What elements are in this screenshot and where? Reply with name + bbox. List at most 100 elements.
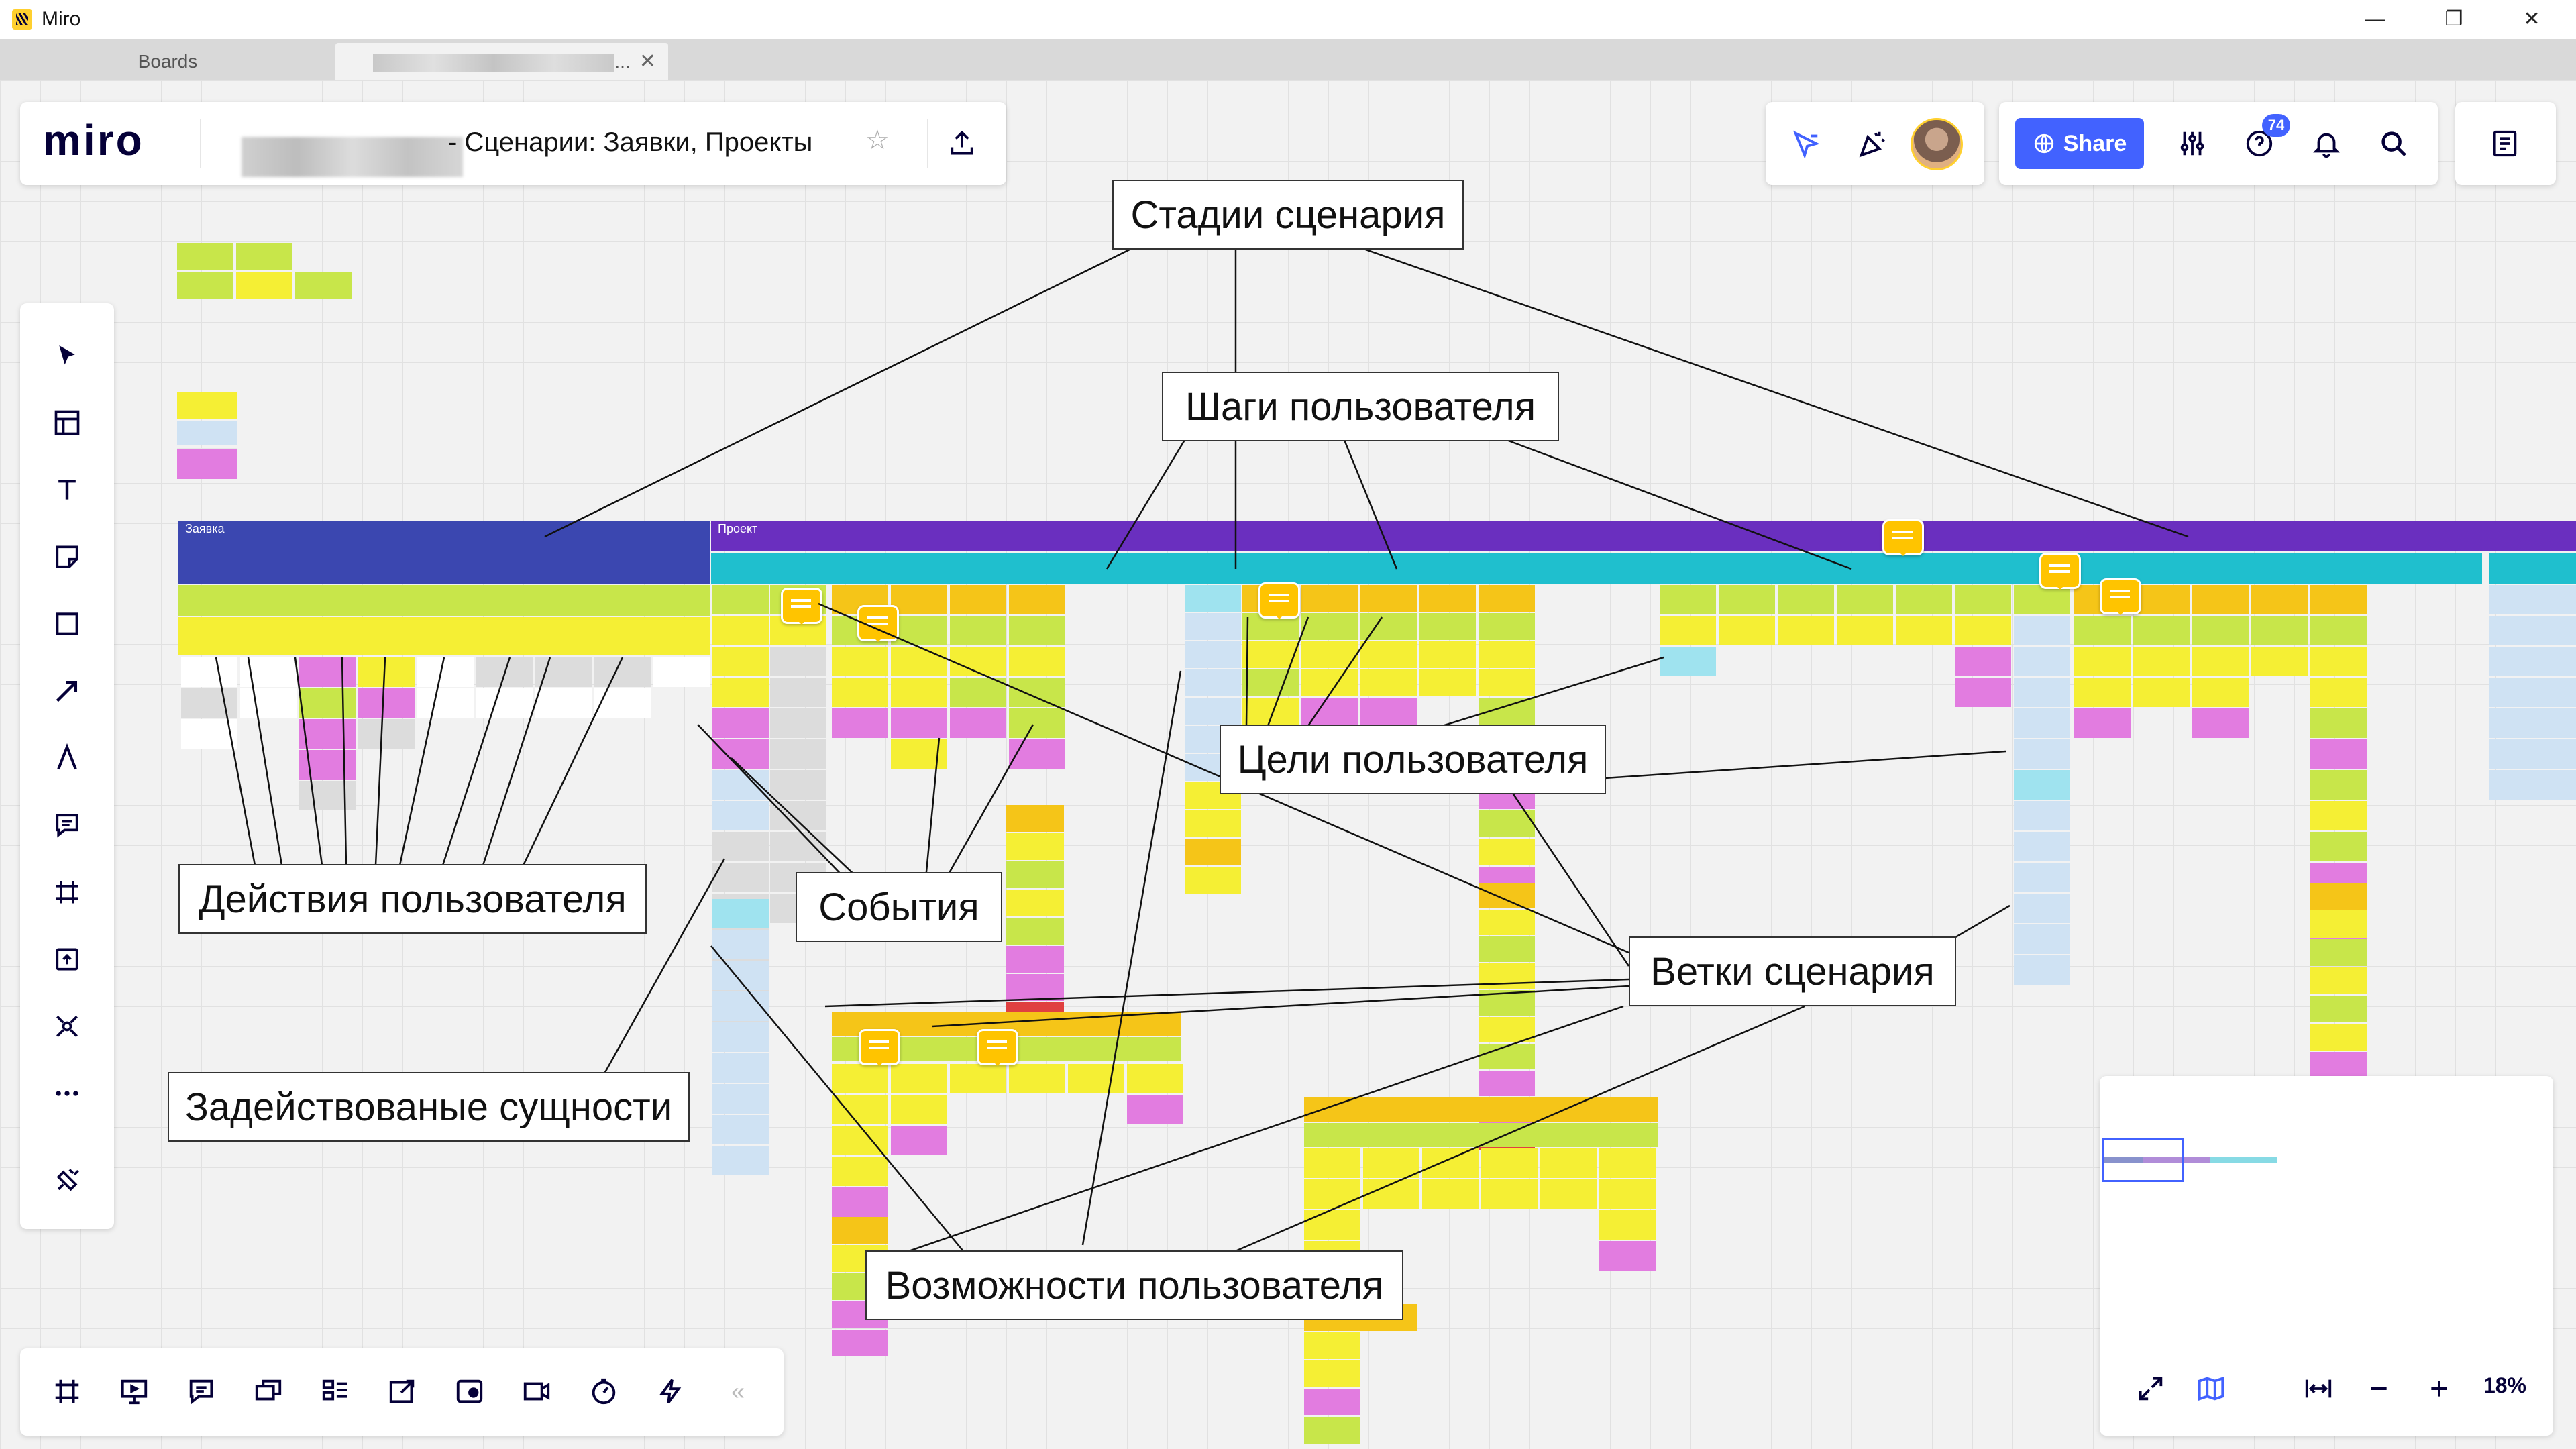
sticky-note[interactable]	[1599, 1148, 1656, 1178]
sticky-note[interactable]	[1301, 641, 1358, 668]
sticky-note[interactable]	[1304, 1417, 1360, 1444]
sticky-note[interactable]	[950, 678, 1006, 707]
comment-icon[interactable]	[781, 588, 822, 625]
comment-icon[interactable]	[857, 605, 899, 642]
sticky-note[interactable]	[1363, 1148, 1419, 1178]
export-icon[interactable]	[938, 119, 986, 168]
mindmap-icon[interactable]	[43, 1002, 91, 1051]
minimap-viewport[interactable]	[2102, 1138, 2184, 1182]
sticky-note[interactable]	[299, 781, 356, 810]
sticky-note[interactable]	[1009, 678, 1065, 707]
sticky-note[interactable]	[1301, 698, 1358, 724]
sticky-note[interactable]	[770, 770, 826, 800]
sticky-note[interactable]	[1660, 647, 1716, 676]
arrow-icon[interactable]	[43, 667, 91, 715]
screen-share-icon[interactable]	[244, 1367, 292, 1415]
callout-goals[interactable]: Цели пользователя	[1220, 724, 1606, 794]
sticky-note[interactable]	[832, 1217, 888, 1244]
sticky-note[interactable]	[712, 1084, 769, 1114]
sticky-note[interactable]	[1009, 585, 1065, 614]
sticky-note[interactable]	[177, 243, 233, 270]
sticky-note[interactable]	[950, 585, 1006, 614]
search-icon[interactable]	[2369, 119, 2418, 168]
sticky-note[interactable]	[1599, 1179, 1656, 1209]
sticky-note[interactable]	[1009, 1064, 1065, 1093]
sticky-note[interactable]	[476, 657, 533, 687]
sticky-note[interactable]	[1009, 739, 1065, 769]
tab-boards[interactable]: Boards	[138, 51, 198, 72]
lightning-icon[interactable]	[647, 1367, 695, 1415]
callout-entities[interactable]: Задействованые сущности	[168, 1072, 690, 1142]
sticky-note[interactable]	[1955, 616, 2011, 645]
sticky-note[interactable]	[712, 961, 769, 990]
sticky-note[interactable]	[1479, 1071, 1535, 1096]
map-icon[interactable]	[2187, 1364, 2235, 1413]
sticky-note[interactable]	[594, 657, 651, 687]
tab-current-board[interactable]: ... ✕	[335, 43, 668, 80]
sticky-note[interactable]	[2310, 708, 2367, 738]
sticky-note[interactable]	[1896, 585, 1952, 614]
celebrate-icon[interactable]	[1849, 119, 1897, 168]
sticky-note[interactable]	[2014, 863, 2070, 892]
sticky-note[interactable]	[891, 1064, 947, 1093]
sticky-note[interactable]	[1006, 861, 1064, 888]
sticky-note[interactable]	[295, 272, 352, 299]
shape-icon[interactable]	[43, 600, 91, 648]
stage-band-proekt[interactable]: Проект	[711, 521, 2576, 551]
sticky-note[interactable]	[2014, 832, 2070, 861]
callout-branches[interactable]: Ветки сценария	[1629, 936, 1956, 1006]
actions-row[interactable]	[178, 617, 710, 655]
sticky-note[interactable]	[2074, 708, 2131, 738]
sticky-note[interactable]	[1599, 1241, 1656, 1271]
sticky-note[interactable]	[177, 272, 233, 299]
sticky-note[interactable]	[1479, 883, 1535, 908]
callout-stages[interactable]: Стадии сценария	[1112, 180, 1464, 250]
sticky-note[interactable]	[1479, 585, 1535, 612]
sticky-note[interactable]	[358, 688, 415, 718]
sticky-note[interactable]	[1009, 616, 1065, 645]
sticky-note[interactable]	[2489, 585, 2576, 614]
sticky-note[interactable]	[177, 392, 237, 419]
apps-icon[interactable]	[43, 1157, 91, 1205]
sticky-note[interactable]	[2133, 647, 2190, 676]
sticky-note[interactable]	[299, 719, 356, 749]
sticky-note[interactable]	[770, 708, 826, 738]
upload-icon[interactable]	[43, 935, 91, 983]
sticky-note[interactable]	[1955, 678, 2011, 707]
stage-band-zayavka[interactable]: Заявка	[178, 521, 710, 584]
sticky-note[interactable]	[1540, 1148, 1597, 1178]
collapse-toolbar-icon[interactable]: «	[731, 1377, 745, 1405]
sticky-note[interactable]	[891, 708, 947, 738]
sticky-note[interactable]	[1360, 585, 1417, 612]
fit-width-icon[interactable]	[2294, 1364, 2343, 1413]
comment-icon[interactable]	[1258, 582, 1300, 619]
sticky-note[interactable]	[950, 616, 1006, 645]
sticky-note[interactable]	[2489, 616, 2576, 645]
sticky-note[interactable]	[712, 647, 769, 676]
sticky-note[interactable]	[2014, 708, 2070, 738]
sticky-note[interactable]	[2192, 585, 2249, 614]
sticky-note[interactable]	[1479, 613, 1535, 640]
sticky-note[interactable]	[832, 1187, 888, 1217]
sticky-note[interactable]	[1360, 698, 1417, 724]
comment-icon[interactable]	[859, 1029, 900, 1066]
sticky-note[interactable]	[1006, 918, 1064, 945]
sticky-note[interactable]	[2310, 883, 2367, 910]
sticky-note[interactable]	[712, 899, 769, 928]
sticky-note[interactable]	[891, 678, 947, 707]
sticky-note[interactable]	[181, 657, 237, 687]
sticky-note[interactable]	[2310, 678, 2367, 707]
sticky-note[interactable]	[2310, 739, 2367, 769]
cursor-follow-icon[interactable]	[1782, 119, 1830, 168]
comment-icon[interactable]	[43, 801, 91, 849]
sticky-note[interactable]	[950, 647, 1006, 676]
sticky-note[interactable]	[2074, 616, 2131, 645]
sticky-note[interactable]	[358, 657, 415, 687]
sticky-note[interactable]	[1479, 963, 1535, 989]
sticky-note[interactable]	[1422, 1179, 1479, 1209]
share-button[interactable]: Share	[2015, 118, 2144, 169]
sticky-note[interactable]	[1479, 910, 1535, 935]
sticky-note[interactable]	[181, 719, 237, 749]
sticky-note[interactable]	[832, 647, 888, 676]
sticky-note[interactable]	[1719, 585, 1775, 614]
